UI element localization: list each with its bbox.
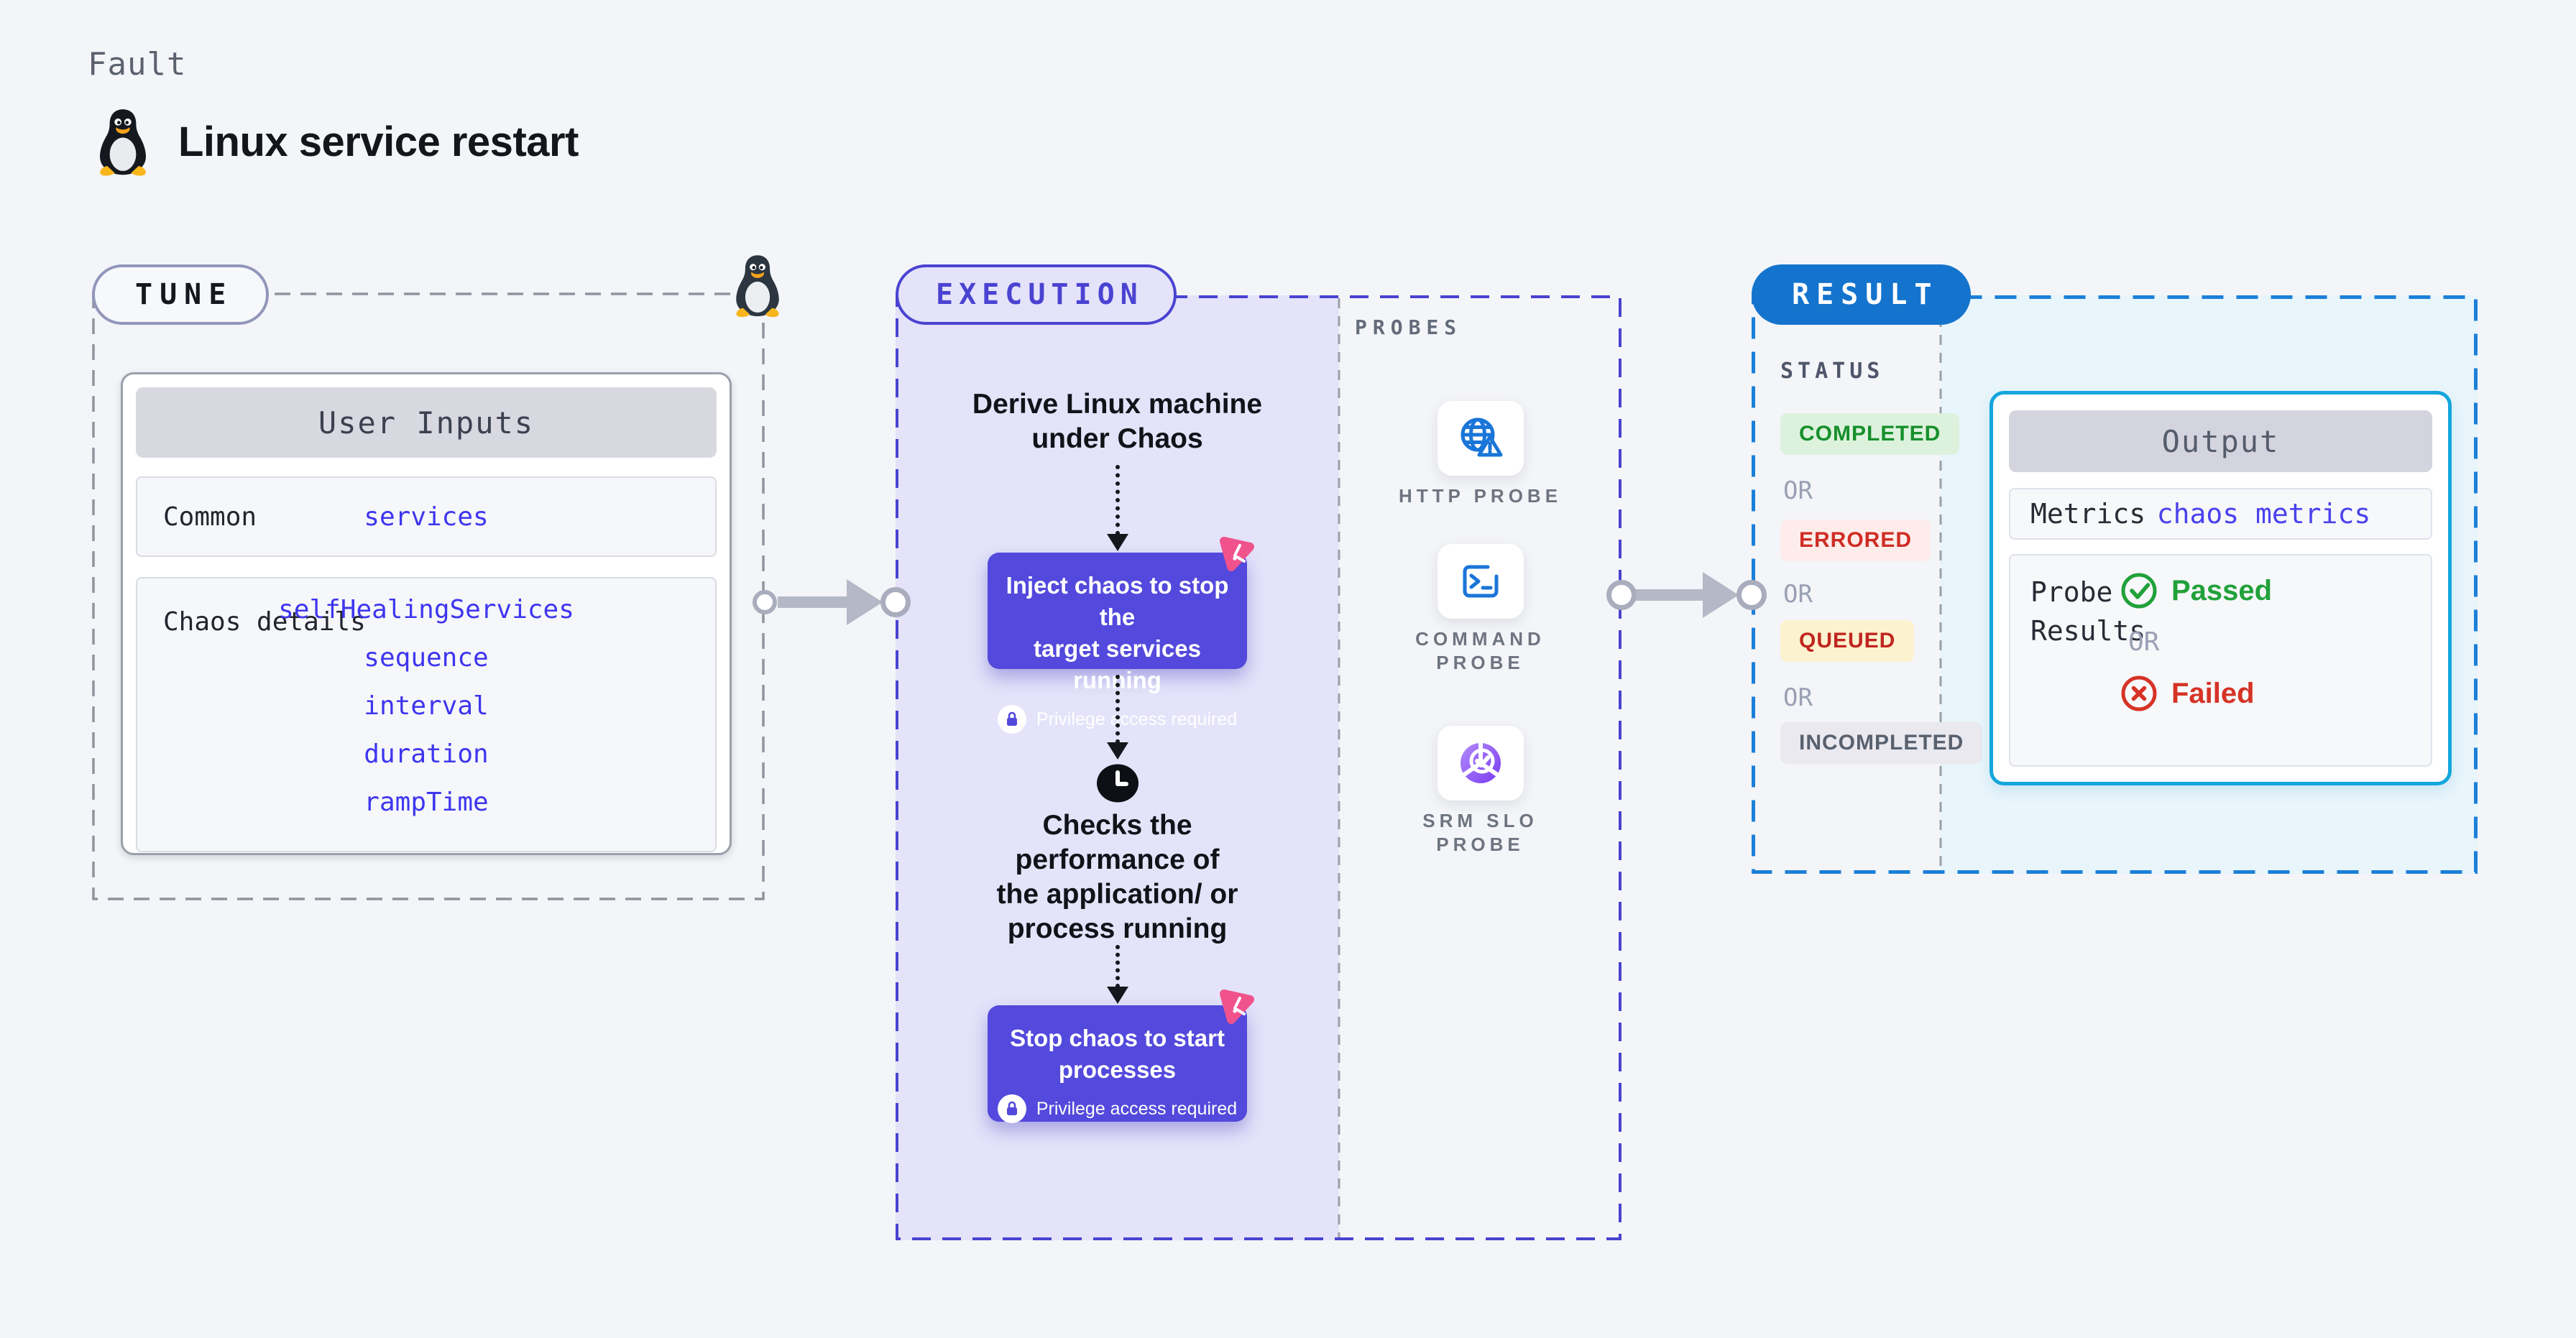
probes-title: PROBES (1355, 315, 1463, 339)
http-probe-icon (1456, 414, 1505, 463)
user-inputs-card: User Inputs Common services Chaos detail… (121, 372, 732, 855)
input-row-chaos-details: Chaos details selfHealingServices sequen… (136, 577, 717, 852)
or-separator: OR (2128, 627, 2160, 657)
or-separator: OR (1783, 580, 1813, 609)
result-pill: RESULT (1752, 264, 1971, 325)
command-probe-card (1437, 544, 1524, 619)
probe-results-label: Probe Results (2030, 576, 2146, 647)
probe-label: COMMAND PROBE (1415, 628, 1545, 673)
or-separator: OR (1783, 476, 1813, 505)
status-badge-incompleted: INCOMPLETED (1780, 722, 1983, 764)
input-value: sequence (364, 643, 489, 673)
arrow-head (1703, 572, 1739, 618)
output-header: Output (2009, 410, 2432, 472)
status-title: STATUS (1780, 359, 1885, 384)
chaos-detail-values: selfHealingServices sequence interval du… (137, 586, 715, 826)
http-probe-card (1437, 401, 1524, 476)
srm-slo-probe-item: SRM SLO PROBE (1339, 726, 1622, 857)
page-header: Linux service restart (93, 106, 579, 177)
privilege-text: Privilege access required (1036, 709, 1238, 729)
arrow-head (847, 579, 883, 625)
failed-result: Failed (2120, 674, 2272, 713)
probes-section: PROBES (1339, 295, 1622, 1240)
inject-chaos-card: Inject chaos to stop the target services… (988, 537, 1254, 734)
page-title: Linux service restart (178, 118, 579, 165)
privilege-badge: Privilege access required (988, 1094, 1247, 1123)
input-row-common: Common services (136, 476, 717, 557)
status-badge-queued: QUEUED (1780, 620, 1915, 662)
chaos-icon (1215, 532, 1259, 576)
status-badge-completed: COMPLETED (1780, 413, 1960, 455)
card-text: target services running (1034, 635, 1201, 693)
input-value-services: services (364, 502, 489, 532)
probe-label: HTTP PROBE (1398, 485, 1563, 507)
execution-to-result-arrow (1634, 572, 1739, 618)
command-probe-icon (1456, 557, 1505, 606)
tune-section: User Inputs Common services Chaos detail… (92, 255, 779, 900)
chaos-icon (1215, 985, 1259, 1028)
card-text: processes (1058, 1056, 1177, 1083)
input-value: duration (364, 739, 489, 769)
privilege-text: Privilege access required (1036, 1098, 1238, 1119)
fault-eyebrow: Fault (88, 46, 187, 83)
metrics-value: chaos metrics (2156, 498, 2371, 530)
derive-machine-text: Derive Linux machine under Chaos (972, 389, 1263, 454)
or-separator: OR (1783, 683, 1813, 712)
passed-icon (2120, 571, 2158, 610)
execution-flow: Derive Linux machine under Chaos Inject … (896, 295, 1339, 1240)
linux-tux-icon (93, 106, 152, 177)
arrow-shaft (1634, 589, 1707, 601)
tux-corner-icon (730, 252, 785, 318)
clock-icon (1095, 761, 1140, 806)
execution-pill: EXECUTION (896, 264, 1177, 325)
result-section: STATUS COMPLETED OR ERRORED OR QUEUED OR… (1752, 295, 2478, 874)
failed-icon (2120, 674, 2158, 713)
metrics-label: Metrics (2030, 498, 2146, 530)
user-inputs-header: User Inputs (136, 387, 717, 458)
http-probe-item: HTTP PROBE (1339, 401, 1622, 508)
arrow-shaft (778, 596, 851, 608)
connector-dot (1606, 580, 1637, 610)
passed-result: Passed (2120, 571, 2272, 610)
status-badge-errored: ERRORED (1780, 520, 1931, 561)
probe-results-row: Probe Results Passed OR (2009, 554, 2432, 767)
metrics-row: Metrics chaos metrics (2009, 488, 2432, 540)
tune-pill: TUNE (92, 264, 270, 325)
check-performance-text: Checks the performance of the applicatio… (996, 810, 1238, 944)
card-text: Inject chaos to stop the (1006, 572, 1229, 630)
connector-dot (880, 587, 911, 617)
input-value: interval (364, 691, 489, 721)
stop-chaos-card: Stop chaos to start processes Privilege … (988, 989, 1254, 1123)
connector-dot (1736, 580, 1767, 610)
output-card: Output Metrics chaos metrics Probe Resul… (1990, 391, 2452, 785)
connector-dot (753, 590, 777, 614)
card-text: Stop chaos to start (1010, 1025, 1225, 1051)
input-value: selfHealingServices (278, 595, 574, 624)
command-probe-item: COMMAND PROBE (1339, 544, 1622, 675)
srm-slo-probe-card (1437, 726, 1524, 801)
execution-section: Derive Linux machine under Chaos Inject … (896, 295, 1622, 1240)
lock-icon (997, 705, 1026, 734)
privilege-badge: Privilege access required (988, 705, 1247, 734)
probe-label: SRM SLO PROBE (1422, 810, 1538, 855)
input-row-label: Chaos details (163, 607, 366, 637)
input-row-label: Common (163, 502, 257, 532)
srm-slo-probe-icon (1456, 739, 1505, 788)
probe-results-values: Passed OR Failed (2120, 571, 2272, 713)
input-value: rampTime (364, 788, 489, 817)
lock-icon (997, 1094, 1026, 1123)
tune-to-execution-arrow (778, 579, 883, 625)
